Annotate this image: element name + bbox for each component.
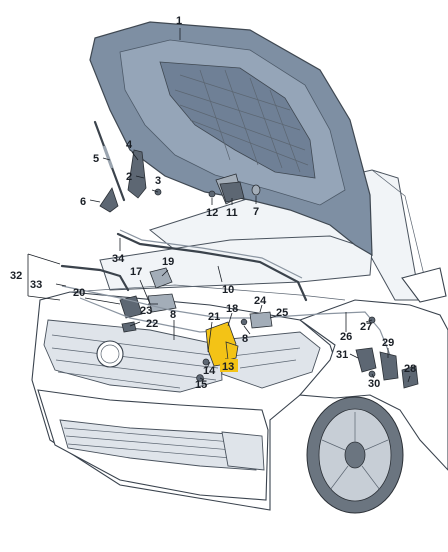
callout-15: 15 <box>195 379 207 391</box>
latch-bolt <box>202 358 210 366</box>
hood-hinge <box>127 149 147 199</box>
callout-13-highlight <box>220 359 238 372</box>
callout-34: 34 <box>112 253 125 265</box>
hood <box>89 21 373 257</box>
fog-lamp <box>221 431 265 471</box>
callout-24: 24 <box>254 295 267 307</box>
callout-2: 2 <box>126 171 132 183</box>
callout-labels: 1 2 3 4 5 6 7 8 8 10 11 12 13 14 15 17 1… <box>10 15 416 391</box>
callout-12: 12 <box>206 207 218 219</box>
callout-20: 20 <box>73 287 85 299</box>
callout-17: 17 <box>130 266 142 278</box>
leader-lines <box>27 28 411 383</box>
callout-26: 26 <box>340 331 352 343</box>
callout-5: 5 <box>93 153 99 165</box>
side-mirror <box>401 267 447 303</box>
hinge-bracket <box>99 187 119 213</box>
callout-8a: 8 <box>170 309 176 321</box>
rubber-stop <box>251 184 261 196</box>
lower-grille <box>59 419 259 471</box>
callout-8b: 8 <box>242 333 248 345</box>
callout-27: 27 <box>360 321 372 333</box>
callout-1: 1 <box>176 15 182 27</box>
callout-21: 21 <box>208 311 220 323</box>
callout-33: 33 <box>30 279 42 291</box>
right-fender <box>298 299 448 471</box>
a-pillar <box>371 169 431 301</box>
switch-nut <box>240 318 248 326</box>
striker-plate <box>219 181 245 203</box>
upper-grille <box>43 319 223 393</box>
callout-14: 14 <box>203 365 216 377</box>
cable-clip <box>121 321 137 333</box>
callout-29: 29 <box>382 337 394 349</box>
callout-32: 32 <box>10 270 22 282</box>
callout-7: 7 <box>253 206 259 218</box>
front-wheel <box>306 396 404 514</box>
hood-line <box>69 284 346 301</box>
contact-switch <box>249 311 273 329</box>
callout-22: 22 <box>146 318 158 330</box>
car-body <box>31 169 448 514</box>
hood-seal <box>116 232 308 302</box>
callout-6: 6 <box>80 196 86 208</box>
release-bracket <box>149 267 173 289</box>
washer <box>208 190 216 198</box>
callout-10: 10 <box>222 284 234 296</box>
callout-30: 30 <box>368 378 380 390</box>
hood-ribs <box>159 61 316 179</box>
callout-11: 11 <box>226 207 238 219</box>
callout-31: 31 <box>336 349 348 361</box>
callout-19: 19 <box>162 256 174 268</box>
callout-28: 28 <box>404 363 416 375</box>
callout-4: 4 <box>126 139 133 151</box>
release-handle <box>355 347 377 373</box>
lock-carrier <box>147 293 177 313</box>
callout-18: 18 <box>226 303 238 315</box>
callout-13: 13 <box>222 361 234 373</box>
callout-25: 25 <box>276 307 288 319</box>
front-seal <box>60 264 130 292</box>
handle-bracket <box>379 351 399 381</box>
callout-23: 23 <box>140 305 152 317</box>
callout-3: 3 <box>155 175 161 187</box>
